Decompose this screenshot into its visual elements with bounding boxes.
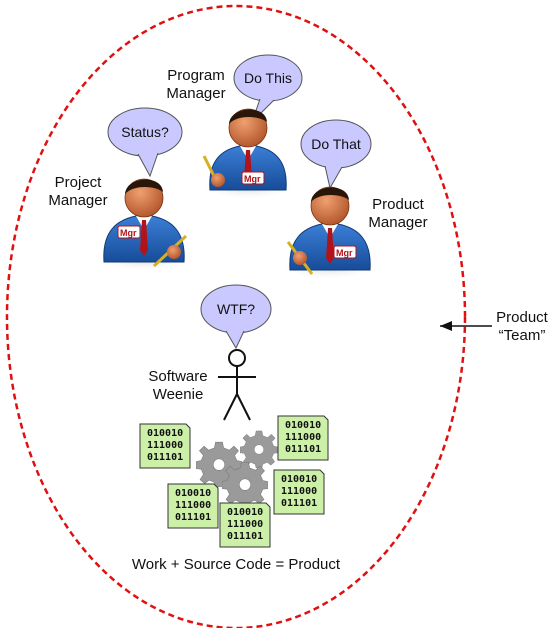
stick-figure-icon: [218, 349, 256, 421]
speech-bubble-do-that: [300, 119, 372, 190]
code-text: 010010 111000 011101: [227, 507, 263, 543]
software-weenie-label-line1: Software: [148, 368, 208, 385]
code-line: 111000: [281, 486, 318, 497]
speech-bubble-wtf: [200, 284, 272, 350]
equation-label: Work + Source Code = Product: [131, 556, 341, 573]
code-document-icon: [219, 502, 271, 548]
speech-bubble-status: [107, 107, 183, 178]
bubble-text-status: Status?: [121, 124, 169, 140]
software-weenie-label-line2: Weenie: [152, 386, 204, 403]
mgr-badge: Mgr: [120, 228, 137, 238]
code-line: 111000: [285, 432, 322, 443]
team-boundary: [5, 4, 467, 630]
manager-person-icon: [92, 178, 196, 272]
bubble-text-do-this: Do This: [244, 70, 292, 86]
code-line: 010010: [175, 488, 212, 499]
code-line: 010010: [281, 474, 318, 485]
code-text: 010010 111000 011101: [285, 420, 321, 456]
arrow-left-icon: [440, 321, 492, 331]
mgr-badge: Mgr: [336, 248, 353, 258]
code-document-icon: [273, 469, 325, 515]
code-document-icon: [277, 415, 329, 461]
program-manager-label-line2: Manager: [166, 85, 226, 102]
product-manager-label-line1: Product: [372, 196, 424, 213]
code-document-icon: [167, 483, 219, 529]
manager-person-icon: [278, 186, 382, 280]
product-manager-label-line2: Manager: [368, 214, 428, 231]
program-manager-label: Program Manager: [158, 67, 234, 103]
code-line: 010010: [285, 420, 322, 431]
product-manager-label: Product Manager: [362, 196, 434, 232]
code-text: 010010 111000 011101: [281, 474, 317, 510]
project-manager-label-line1: Project: [54, 174, 102, 191]
product-team-label-line1: Product: [496, 309, 548, 326]
program-manager-label-line1: Program: [167, 67, 225, 84]
code-line: 010010: [227, 507, 264, 518]
product-team-label-line2: “Team”: [498, 327, 546, 344]
code-text: 010010 111000 011101: [175, 488, 211, 524]
code-line: 011101: [281, 498, 318, 509]
code-text: 010010 111000 011101: [147, 428, 183, 464]
code-line: 011101: [147, 452, 184, 463]
code-line: 111000: [175, 500, 212, 511]
code-line: 111000: [147, 440, 184, 451]
mgr-badge: Mgr: [244, 174, 261, 184]
software-weenie-label: Software Weenie: [140, 368, 216, 404]
product-team-label: Product “Team”: [492, 309, 552, 345]
bubble-text-do-that: Do That: [311, 136, 361, 152]
gear-icon: [222, 461, 268, 507]
code-line: 010010: [147, 428, 184, 439]
manager-person-icon: [200, 108, 296, 200]
code-line: 011101: [285, 444, 322, 455]
code-line: 111000: [227, 519, 264, 530]
code-document-icon: [139, 423, 191, 469]
bubble-text-wtf: WTF?: [216, 301, 256, 317]
project-manager-label-line2: Manager: [48, 192, 108, 209]
code-line: 011101: [227, 531, 264, 542]
project-manager-label: Project Manager: [42, 174, 114, 210]
code-line: 011101: [175, 512, 212, 523]
